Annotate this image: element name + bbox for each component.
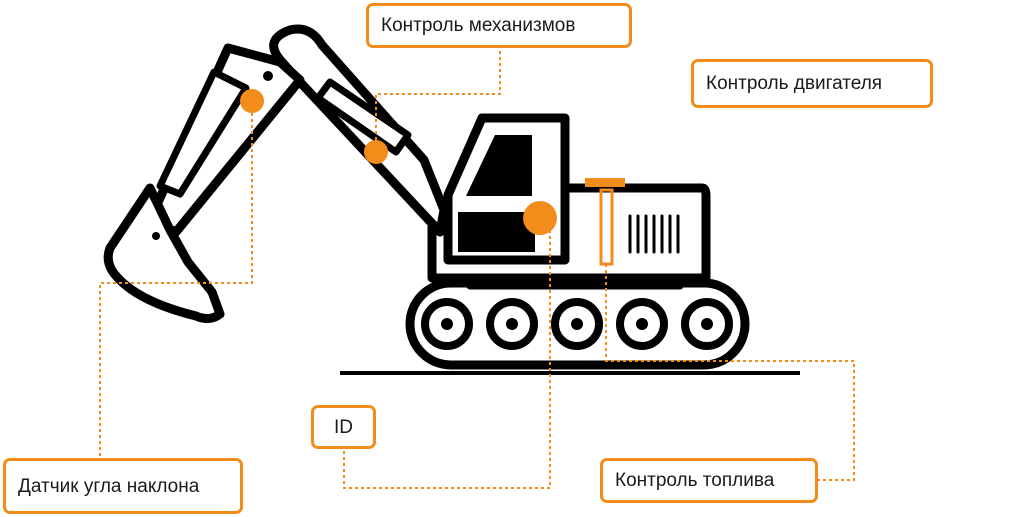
tilt-sensor-label: Датчик угла наклона xyxy=(3,458,243,514)
cab-window-bottom xyxy=(458,212,535,252)
fuel-cap xyxy=(585,178,625,187)
excavator-icon xyxy=(103,24,750,370)
bucket-pin xyxy=(152,232,160,240)
id-label: ID xyxy=(311,405,376,449)
wheel-hubs xyxy=(441,318,713,330)
boom-cylinder xyxy=(314,78,412,156)
stick-cylinder xyxy=(156,68,250,198)
leader-lines xyxy=(99,48,855,489)
mechanisms-control-label: Контроль механизмов xyxy=(366,3,632,48)
fuel-control-label: Контроль топлива xyxy=(600,458,818,503)
cab-window-top xyxy=(466,135,532,196)
id-sensor-dot xyxy=(523,201,557,235)
pivot-pin xyxy=(263,71,273,81)
bucket xyxy=(103,183,225,324)
engine-grille xyxy=(628,214,680,254)
engine-control-label: Контроль двигателя xyxy=(691,59,933,108)
